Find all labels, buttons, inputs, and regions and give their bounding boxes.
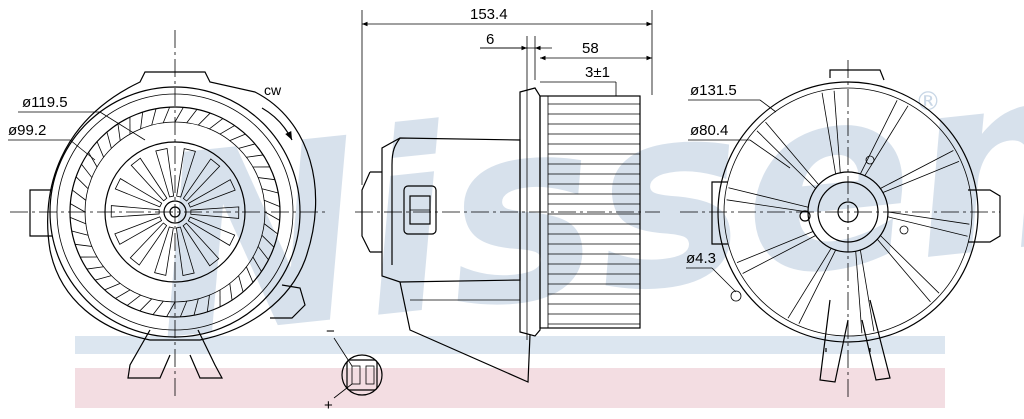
rear-spokes — [726, 90, 970, 334]
inner-diameter-right-label: ø80.4 — [690, 122, 728, 139]
watermark-registered-mark: ® — [915, 87, 941, 117]
wheel-width-label: 58 — [582, 40, 599, 57]
outer-diameter-right-label: ø131.5 — [690, 82, 737, 99]
inner-diameter-left-label: ø99.2 — [8, 122, 46, 139]
plus-terminal-label: + — [324, 397, 333, 414]
fan-blade-ring — [69, 106, 281, 318]
outer-diameter-left-label: ø119.5 — [22, 94, 68, 111]
front-view: cw ø119.5 ø99.2 — [8, 30, 325, 400]
side-view: 153.4 6 58 3±1 — [355, 6, 660, 383]
rotation-label: cw — [264, 82, 282, 98]
clearance-label: 3±1 — [585, 64, 610, 81]
connector-pinout: − + — [324, 323, 383, 414]
minus-terminal-label: − — [326, 323, 335, 340]
watermark-band-blue — [75, 336, 945, 354]
hub-spokes — [110, 148, 240, 276]
offset-label: 6 — [486, 31, 494, 48]
rear-view: ø131.5 ø80.4 ø4.3 — [680, 60, 1001, 400]
hole-diameter-label: ø4.3 — [686, 250, 716, 267]
overall-length-label: 153.4 — [470, 6, 508, 23]
wheel-slats — [547, 96, 640, 328]
